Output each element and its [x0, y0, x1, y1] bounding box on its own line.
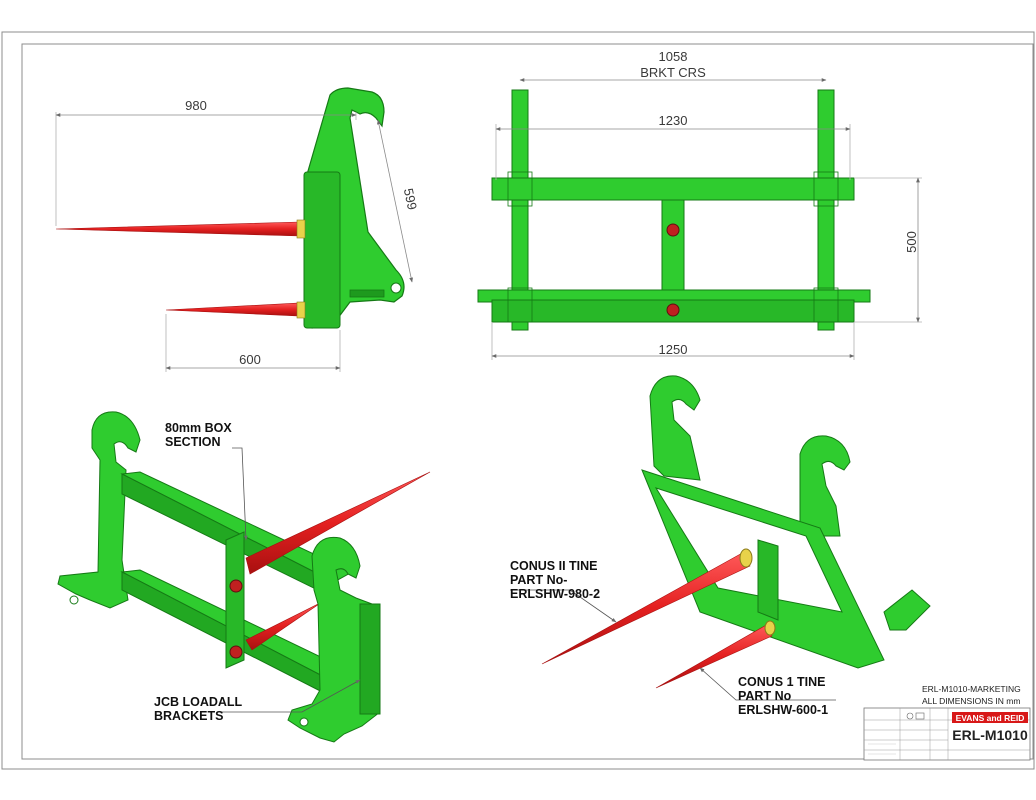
callout-brackets-2: BRACKETS	[154, 709, 223, 723]
short-tine	[165, 302, 301, 317]
side-pin-hole	[390, 282, 402, 294]
dim-height: 500	[904, 231, 919, 253]
iso-centre-post	[225, 531, 245, 669]
dim-overall-width: 1250	[659, 342, 688, 357]
callout-conus2-3: ERLSHW-980-2	[510, 587, 600, 601]
side-view: 980 600 599	[55, 87, 420, 372]
callout-conus2-1: CONUS II TINE	[510, 559, 598, 573]
callout-conus2-2: PART No-	[510, 573, 567, 587]
dim-short-tine: 600	[239, 352, 261, 367]
callout-conus1-1: CONUS 1 TINE	[738, 675, 826, 689]
front-left-bracket	[511, 89, 529, 331]
callout-conus1-3: ERLSHW-600-1	[738, 703, 828, 717]
dim-outer-width: 1230	[659, 113, 688, 128]
front-top-bar	[491, 177, 855, 201]
dim-bracket-height: 599	[401, 187, 420, 211]
iso-left-short-tine	[245, 601, 323, 651]
units-note: ALL DIMENSIONS IN mm	[922, 696, 1020, 706]
side-slot	[349, 289, 385, 298]
inner-border	[21, 43, 1034, 760]
dim-long-tine: 980	[185, 98, 207, 113]
long-tine	[55, 221, 301, 237]
long-tine-collar	[296, 219, 306, 239]
front-centre-post	[661, 199, 685, 291]
title-block: EVANS and REID ERL-M1010	[863, 707, 1031, 761]
callout-brackets-1: JCB LOADALL	[154, 695, 243, 709]
front-tine-hub-top	[666, 223, 680, 237]
front-right-bracket	[817, 89, 835, 331]
iso-view-right: CONUS II TINE PART No- ERLSHW-980-2 CONU…	[510, 375, 931, 717]
company-banner	[952, 712, 1028, 723]
iso-left-long-tine	[245, 471, 431, 575]
callout-box-section-1: 80mm BOX	[165, 421, 232, 435]
dim-bracket-centres: 1058	[659, 49, 688, 64]
company-name: EVANS and REID	[956, 713, 1025, 723]
iso2-right-bracket	[799, 435, 851, 537]
iso-right-bracket	[287, 536, 381, 743]
marketing-note: ERL-M1010-MARKETING	[922, 684, 1021, 694]
iso2-left-bracket	[649, 375, 701, 481]
outer-border	[1, 31, 1035, 770]
dim-bracket-centres-label: BRKT CRS	[640, 65, 706, 80]
callout-box-section-2: SECTION	[165, 435, 221, 449]
side-frame-bar	[303, 171, 341, 329]
front-tine-hub-bottom	[666, 303, 680, 317]
front-view: 1058 BRKT CRS 1230 1250 500	[477, 49, 922, 360]
short-tine-collar	[296, 301, 306, 319]
iso-view-left: 80mm BOX SECTION JCB LOADALL BRACKETS	[57, 411, 431, 743]
callout-conus1-2: PART No	[738, 689, 792, 703]
drawing-number: ERL-M1010	[952, 727, 1028, 743]
iso-left-bracket	[57, 411, 141, 609]
